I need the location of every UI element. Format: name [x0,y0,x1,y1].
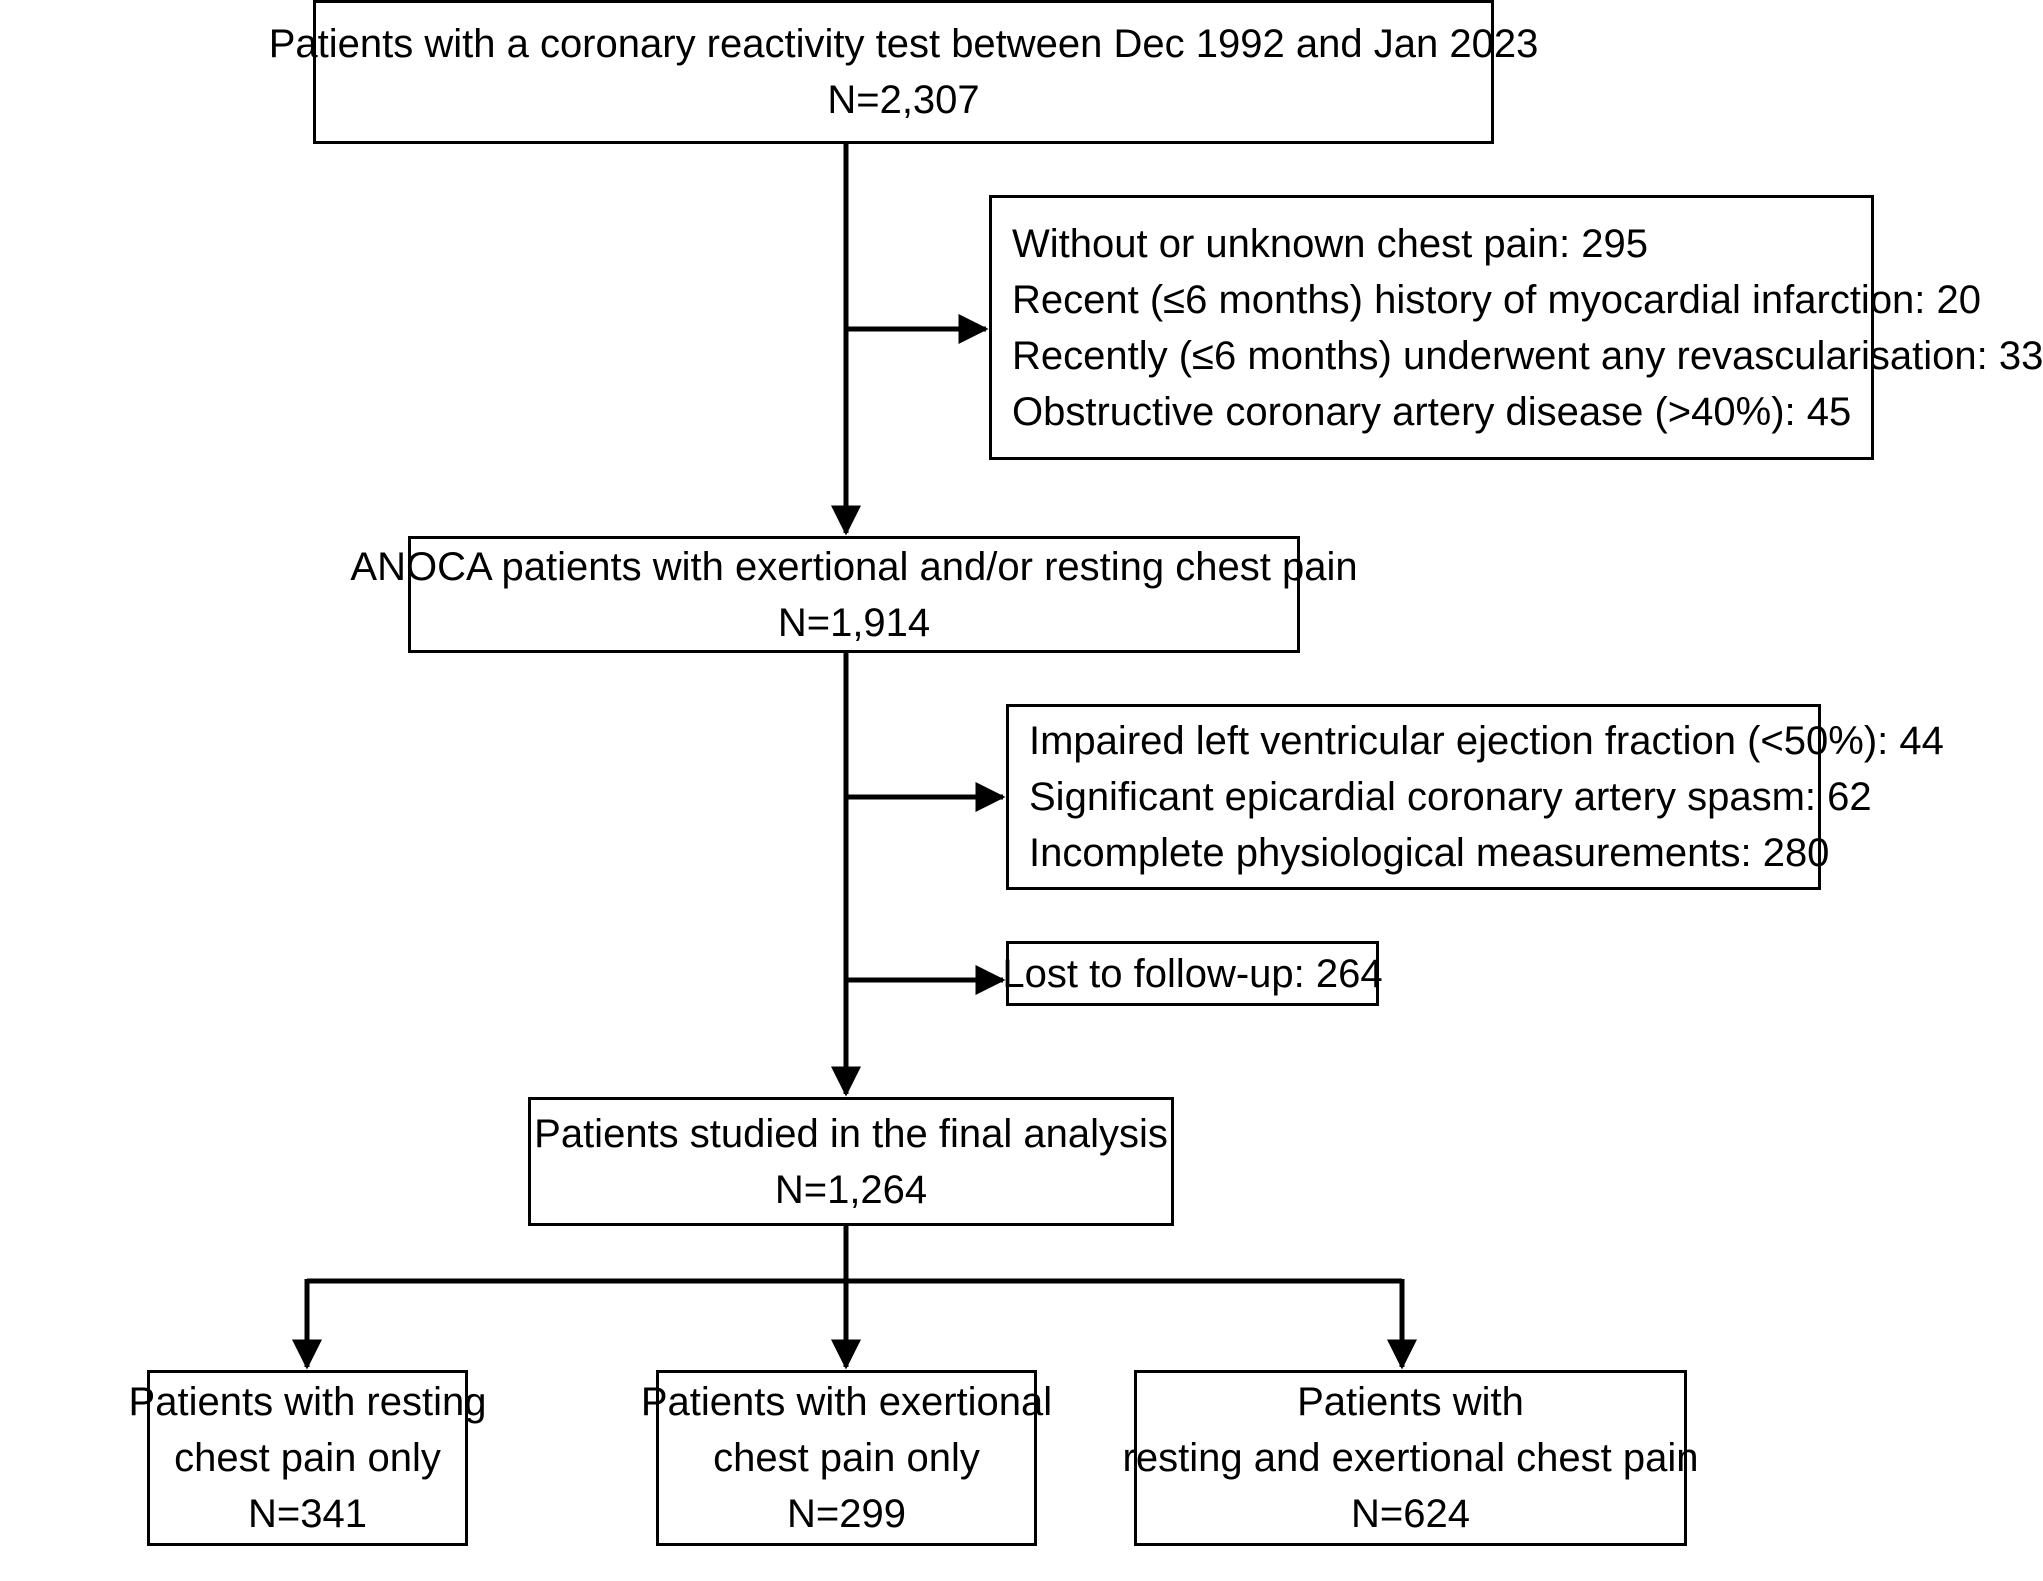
final-count: N=1,264 [774,1167,928,1212]
exclusion1-box: Without or unknown chest pain: 295 Recen… [989,195,2043,460]
lost-to-follow-up-box: Lost to follow-up: 264 [1002,941,1383,1006]
exclusion1-item: Without or unknown chest pain: 295 [1012,221,1648,266]
both-label-2: resting and exertional chest pain [1122,1436,1699,1480]
exclusion2-box: Impaired left ventricular ejection fract… [1006,704,1944,890]
anoca-count: N=1,914 [777,600,931,645]
start-box: Patients with a coronary reactivity test… [269,0,1538,144]
lost-label: Lost to follow-up: 264 [1002,951,1383,996]
final-analysis-box: Patients studied in the final analysis N… [528,1097,1174,1226]
start-count: N=2,307 [827,78,980,122]
exclusion2-item: Impaired left ventricular ejection fract… [1029,719,1944,763]
start-title: Patients with a coronary reactivity test… [268,22,1539,66]
resting-label-2: chest pain only [174,1436,441,1480]
exclusion1-item: Obstructive coronary artery disease (>40… [1012,389,1852,434]
final-title: Patients studied in the final analysis [534,1111,1168,1156]
anoca-box: ANOCA patients with exertional and/or re… [350,536,1358,653]
resting-label-1: Patients with resting [128,1380,487,1424]
exclusion1-item: Recent (≤6 months) history of myocardial… [1012,277,1982,322]
resting-and-exertional-group-box: Patients with resting and exertional che… [1123,1370,1698,1546]
resting-group-box: Patients with resting chest pain only N=… [129,1370,486,1546]
exclusion2-item: Incomplete physiological measurements: 2… [1029,831,1830,875]
both-label-1: Patients with [1297,1380,1524,1424]
exclusion2-item: Significant epicardial coronary artery s… [1029,775,1872,819]
exertional-count: N=299 [787,1492,906,1536]
both-count: N=624 [1351,1492,1470,1536]
exertional-group-box: Patients with exertional chest pain only… [641,1370,1052,1546]
anoca-title: ANOCA patients with exertional and/or re… [350,544,1358,589]
exclusion1-item: Recently (≤6 months) underwent any revas… [1012,333,2043,378]
exertional-label-2: chest pain only [713,1436,980,1480]
exertional-label-1: Patients with exertional [640,1380,1053,1424]
resting-count: N=341 [248,1492,367,1536]
